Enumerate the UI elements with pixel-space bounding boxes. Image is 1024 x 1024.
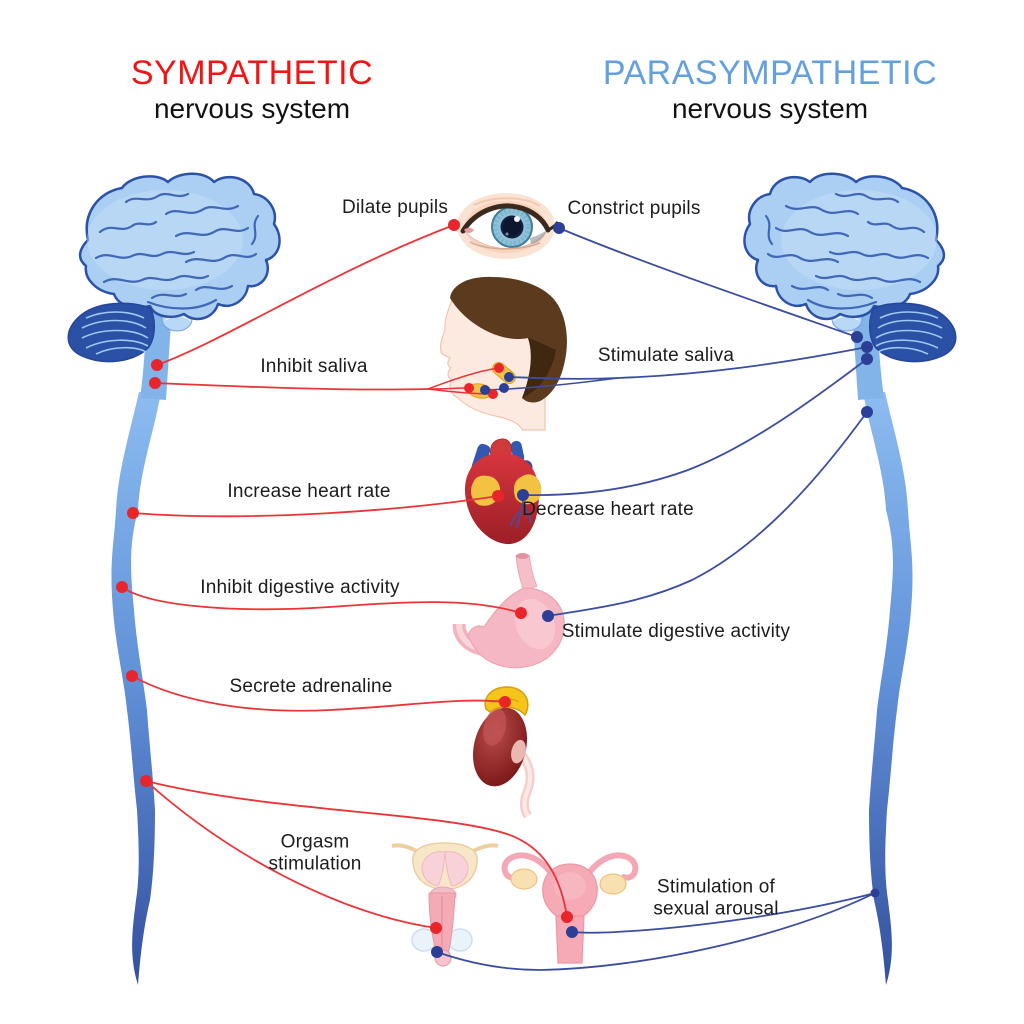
- label-constrict-pupils: Constrict pupils: [567, 197, 701, 219]
- line-secrete-adrenaline: [131, 675, 506, 712]
- nerve-dot-blue: [870, 888, 880, 898]
- female-organs-figure: [501, 852, 639, 964]
- renal-hilum: [511, 739, 526, 764]
- line-saliva-branch: [427, 367, 500, 390]
- sympathetic-title-block: SYMPATHETIC nervous system: [130, 54, 374, 125]
- tear-duct: [464, 227, 474, 233]
- label-stimulate-saliva: Stimulate saliva: [597, 344, 735, 366]
- line-decrease-heart-rate: [522, 358, 868, 497]
- nerve-dot-red: [430, 922, 442, 934]
- nerve-dot-red: [488, 389, 498, 399]
- nerve-dot-red: [499, 696, 511, 708]
- parasympathetic-title-block: PARASYMPATHETIC nervous system: [602, 54, 938, 125]
- sympathetic-nerve-dots: [116, 219, 573, 934]
- line-arousal-male: [436, 892, 876, 971]
- coronary-veins: [510, 499, 532, 529]
- nerve-dot-red: [126, 670, 138, 682]
- line-inhibit-saliva: [154, 382, 429, 391]
- label-secrete-adrenaline: Secrete adrenaline: [229, 675, 393, 697]
- fallopian-tube: [584, 852, 639, 881]
- nerve-dot-blue: [861, 341, 873, 353]
- sympathetic-subtitle: nervous system: [153, 92, 351, 124]
- nerve-dot-red: [561, 911, 573, 923]
- line-dilate-pupils: [156, 224, 455, 366]
- line-arousal-uterus: [571, 892, 876, 934]
- fallopian-tube: [501, 852, 556, 881]
- nerve-dot-blue: [431, 946, 443, 958]
- nerve-dot-blue: [553, 222, 565, 234]
- nerve-dot-red: [515, 607, 527, 619]
- hair-shadow: [522, 338, 556, 398]
- male-organs-figure: [391, 842, 499, 967]
- nerve-dot-blue: [517, 489, 529, 501]
- nerve-dot-red: [116, 581, 128, 593]
- nerve-dot-red: [151, 359, 163, 371]
- line-stimulate-saliva: [508, 346, 868, 380]
- sympathetic-title: SYMPATHETIC: [130, 54, 374, 92]
- label-inhibit-digestive: Inhibit digestive activity: [200, 576, 400, 598]
- seminal-vesicle: [421, 851, 446, 887]
- nerve-dot-blue: [861, 353, 873, 365]
- nerve-dot-blue: [480, 385, 490, 395]
- parasympathetic-title: PARASYMPATHETIC: [602, 54, 938, 92]
- parasympathetic-nerve-lines: [436, 227, 876, 971]
- line-orgasm-uterus: [145, 780, 568, 918]
- ovary: [599, 873, 627, 895]
- line-increase-heart-rate: [132, 495, 499, 518]
- vagina: [555, 915, 585, 964]
- label-orgasm-stimulation: Orgasm stimulation: [268, 831, 362, 875]
- sympathetic-nerve-lines: [121, 224, 568, 929]
- line-inhibit-digestive: [121, 586, 522, 614]
- right-brain-and-cord: [743, 172, 958, 987]
- nerve-dot-red: [464, 383, 474, 393]
- eyelid-crease: [473, 197, 541, 207]
- lower-eyelid: [469, 241, 541, 250]
- esophagus: [515, 554, 538, 593]
- nerve-dot-red: [494, 363, 504, 373]
- ovary: [510, 868, 538, 890]
- nerve-dot-red: [492, 490, 504, 502]
- heart-figure: [464, 438, 542, 545]
- nerve-dot-blue: [542, 610, 554, 622]
- nerve-dot-red: [149, 377, 161, 389]
- line-orgasm-male: [145, 780, 437, 929]
- nerve-dot-blue: [499, 383, 509, 393]
- nerve-dot-red: [448, 219, 460, 231]
- nerve-dot-blue: [861, 406, 873, 418]
- nerve-dot-red: [127, 507, 139, 519]
- label-dilate-pupils: Dilate pupils: [341, 196, 449, 218]
- parasympathetic-subtitle: nervous system: [671, 92, 869, 124]
- seminal-vesicle: [444, 851, 469, 887]
- nerve-dot-blue: [566, 926, 578, 938]
- label-decrease-heart-rate: Decrease heart rate: [522, 498, 694, 520]
- nerve-dot-blue: [851, 331, 863, 343]
- parasympathetic-nerve-dots: [431, 222, 880, 958]
- adrenal-kidney-figure: [472, 686, 535, 819]
- line-constrict-pupils: [558, 227, 858, 338]
- line-saliva-branch: [484, 377, 619, 391]
- label-sexual-arousal: Stimulation of sexual arousal: [653, 876, 779, 920]
- upper-eyelid: [460, 203, 551, 234]
- eye-figure: [457, 193, 559, 259]
- label-inhibit-saliva: Inhibit saliva: [260, 355, 368, 377]
- nerve-dot-red: [140, 775, 152, 787]
- nerve-dot-blue: [504, 372, 514, 382]
- line-stimulate-digestive: [547, 411, 868, 617]
- label-increase-heart-rate: Increase heart rate: [227, 480, 391, 502]
- label-stimulate-digestive: Stimulate digestive activity: [561, 620, 791, 642]
- head-figure: [439, 276, 567, 431]
